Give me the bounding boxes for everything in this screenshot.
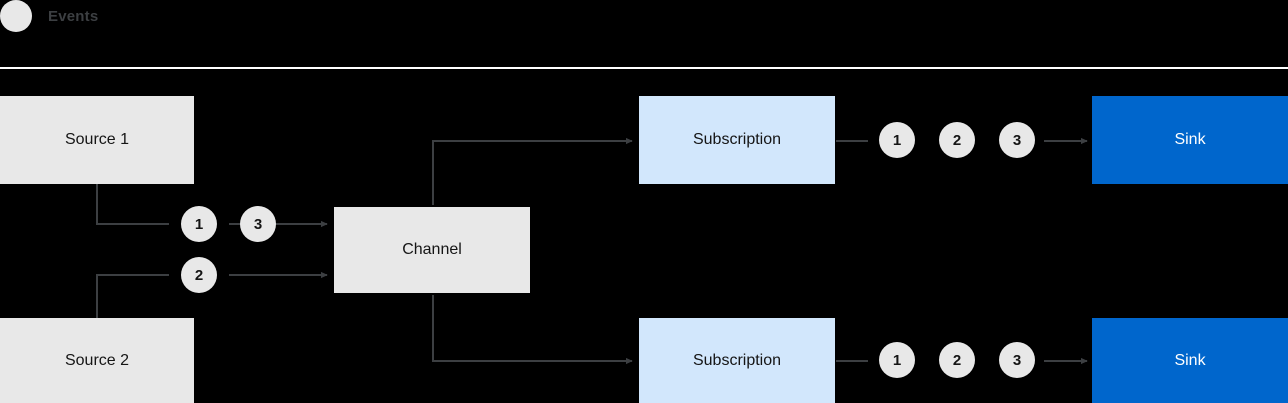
- event-badge-label: 1: [892, 131, 902, 149]
- event-badge-label: 2: [194, 266, 204, 284]
- legend-label: Events: [48, 7, 99, 25]
- node-sink-top[interactable]: Sink: [1092, 96, 1288, 184]
- node-source-1-label: Source 1: [64, 131, 130, 148]
- legend: Events: [0, 0, 1288, 32]
- node-subscription-top[interactable]: Subscription: [639, 96, 835, 184]
- event-badge: 2: [181, 257, 217, 293]
- event-badge-label: 1: [892, 351, 902, 369]
- event-badge: 1: [879, 122, 915, 158]
- event-badge-label: 1: [194, 215, 204, 233]
- event-badge-label: 3: [1012, 351, 1022, 369]
- event-badge: 3: [999, 122, 1035, 158]
- event-badge-label: 3: [1012, 131, 1022, 149]
- event-badge-label: 2: [952, 131, 962, 149]
- node-subscription-bottom[interactable]: Subscription: [639, 318, 835, 403]
- divider: [0, 67, 1288, 69]
- node-source-2-label: Source 2: [64, 351, 130, 369]
- event-badge-label: 3: [253, 215, 263, 233]
- node-sink-bottom-label: Sink: [1174, 351, 1206, 369]
- events-dot-icon: [0, 0, 32, 32]
- event-badge: 1: [181, 206, 217, 242]
- node-channel[interactable]: Channel: [334, 207, 530, 293]
- node-subscription-bottom-label: Subscription: [692, 351, 782, 369]
- event-badge-label: 2: [952, 351, 962, 369]
- node-sink-bottom[interactable]: Sink: [1092, 318, 1288, 403]
- node-subscription-top-label: Subscription: [692, 131, 782, 148]
- node-source-1[interactable]: Source 1: [0, 96, 194, 184]
- event-badge: 1: [879, 342, 915, 378]
- event-badge: 2: [939, 122, 975, 158]
- event-badge: 3: [999, 342, 1035, 378]
- node-sink-top-label: Sink: [1174, 131, 1206, 148]
- event-badge: 2: [939, 342, 975, 378]
- node-source-2[interactable]: Source 2: [0, 318, 194, 403]
- node-channel-label: Channel: [402, 241, 462, 258]
- event-badge: 3: [240, 206, 276, 242]
